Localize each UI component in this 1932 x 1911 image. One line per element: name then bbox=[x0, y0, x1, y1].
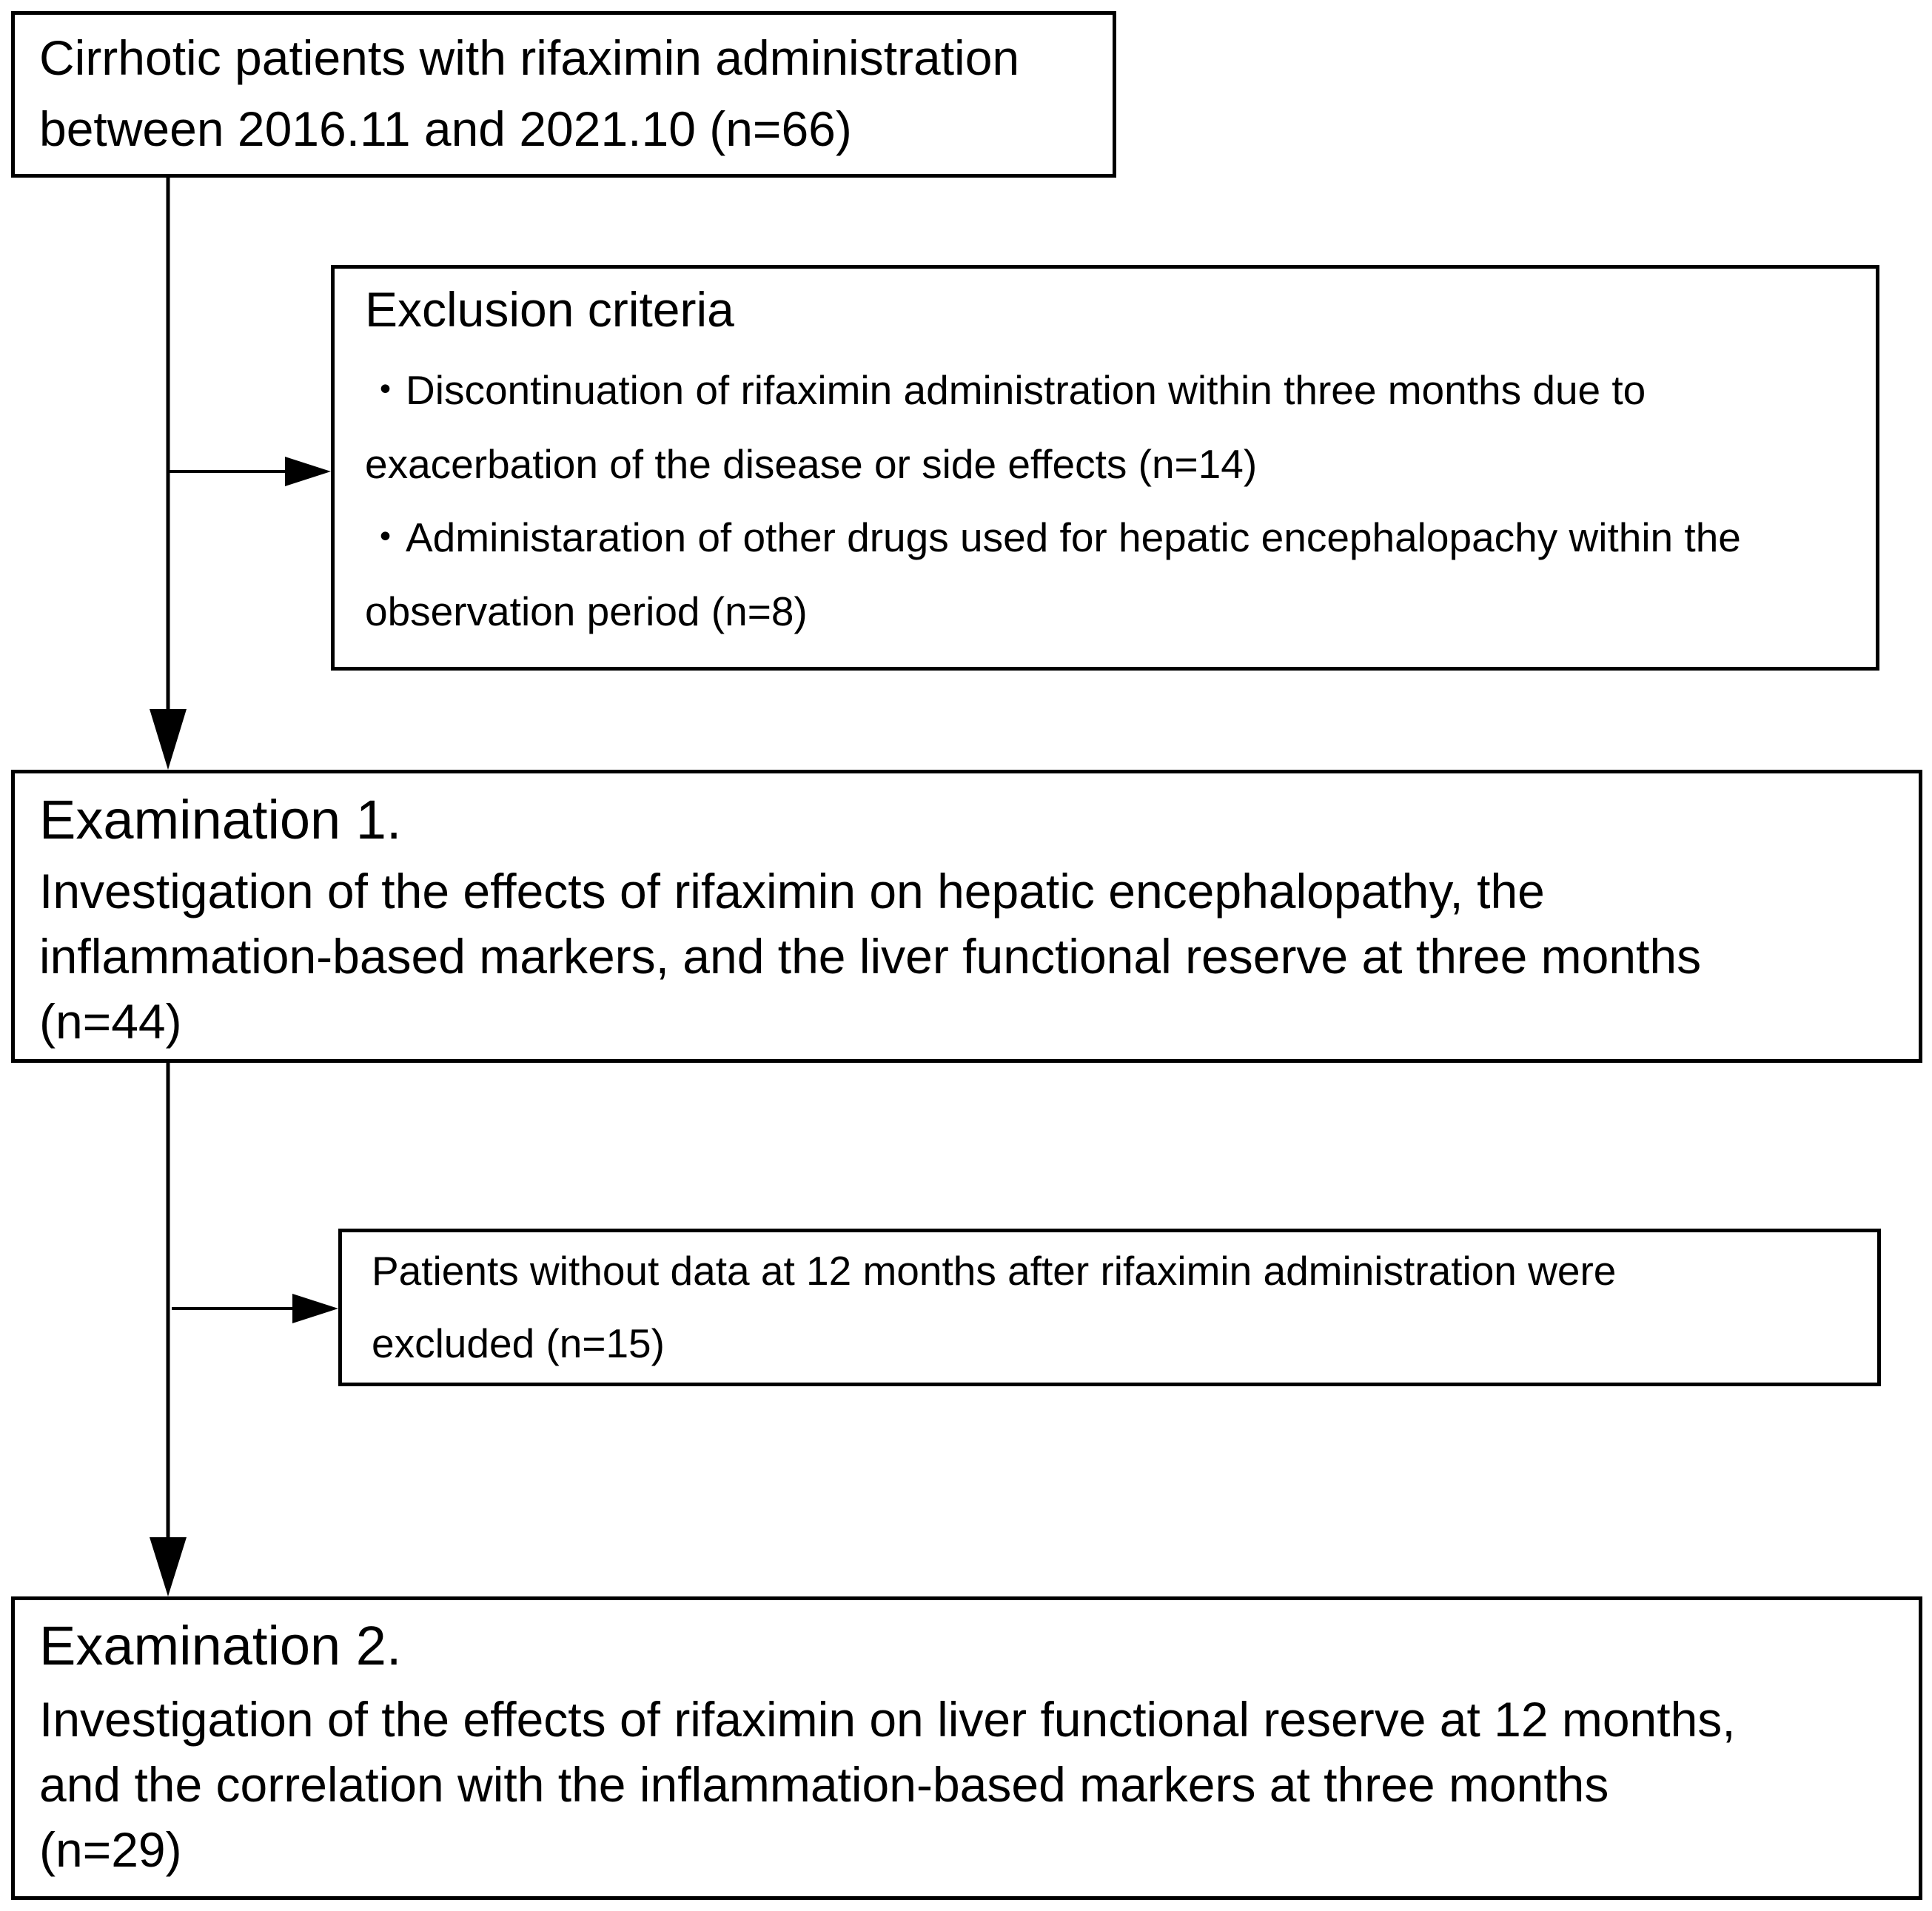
exclusion-criterion-2-line-2: observation period (n=8) bbox=[365, 588, 808, 634]
examination-2-box: Examination 2. Investigation of the effe… bbox=[11, 1596, 1922, 1900]
arrowhead-down-exam1 bbox=[150, 709, 187, 770]
exclusion-criteria-box: Exclusion criteria ・Discontinuation of r… bbox=[331, 265, 1879, 671]
secondary-exclusion-box: Patients without data at 12 months after… bbox=[338, 1229, 1881, 1386]
examination-2-title: Examination 2. bbox=[39, 1615, 402, 1676]
source-cohort-box: Cirrhotic patients with rifaximin admini… bbox=[11, 11, 1116, 178]
source-line-1: Cirrhotic patients with rifaximin admini… bbox=[39, 30, 1020, 85]
exclusion-criterion-1-line-2: exacerbation of the disease or side effe… bbox=[365, 441, 1258, 487]
examination-1-line-1: Investigation of the effects of rifaximi… bbox=[39, 864, 1545, 918]
arrowhead-down-exam2 bbox=[150, 1537, 187, 1596]
secondary-exclusion-line-1: Patients without data at 12 months after… bbox=[372, 1248, 1617, 1294]
arrowhead-right-exclusion bbox=[285, 457, 331, 486]
secondary-exclusion-line-2: excluded (n=15) bbox=[372, 1320, 665, 1366]
examination-1-line-2: inflammation-based markers, and the live… bbox=[39, 929, 1702, 984]
exclusion-criterion-2-line-1: ・Administaration of other drugs used for… bbox=[365, 514, 1741, 560]
arrowhead-right-exclusion2 bbox=[292, 1294, 338, 1323]
source-line-2: between 2016.11 and 2021.10 (n=66) bbox=[39, 101, 852, 156]
examination-2-line-1: Investigation of the effects of rifaximi… bbox=[39, 1692, 1736, 1747]
exclusion-criterion-1-line-1: ・Discontinuation of rifaximin administra… bbox=[365, 367, 1646, 413]
examination-1-box: Examination 1. Investigation of the effe… bbox=[11, 770, 1922, 1063]
examination-1-title: Examination 1. bbox=[39, 789, 402, 850]
examination-2-line-3: (n=29) bbox=[39, 1822, 182, 1877]
examination-2-line-2: and the correlation with the inflammatio… bbox=[39, 1757, 1609, 1812]
examination-1-line-3: (n=44) bbox=[39, 994, 182, 1049]
exclusion-heading: Exclusion criteria bbox=[365, 282, 734, 337]
